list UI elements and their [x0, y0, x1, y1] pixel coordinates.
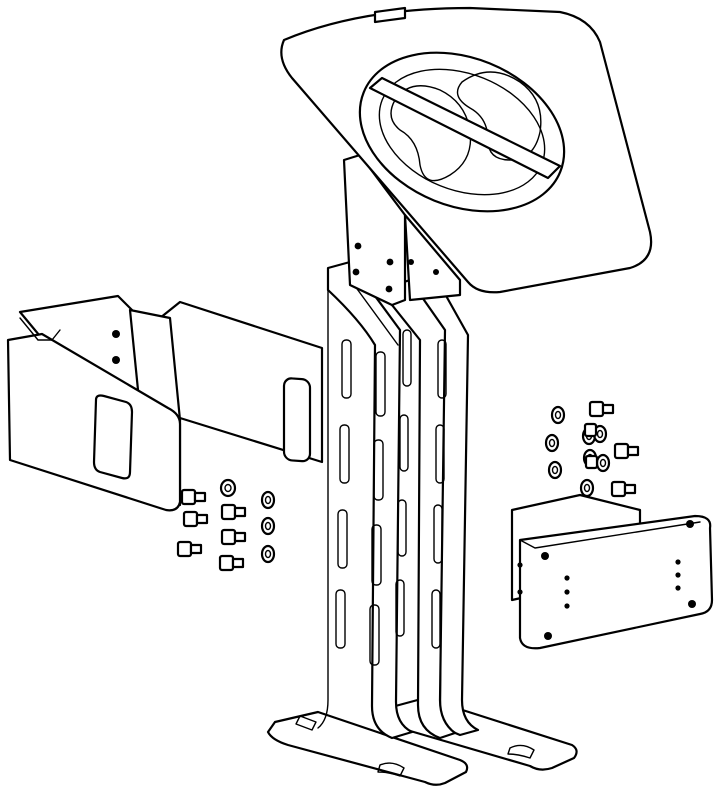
bracket-slot-right — [282, 377, 312, 463]
nut — [547, 460, 563, 480]
tablet-plate — [280, 6, 653, 294]
telescopic-column — [317, 153, 480, 740]
bolt — [176, 540, 203, 558]
nut — [595, 453, 611, 473]
nut — [260, 516, 276, 536]
left-foot — [266, 710, 469, 786]
nut — [260, 544, 276, 564]
box-holder-bracket — [6, 294, 324, 512]
plate-tab — [373, 6, 407, 24]
bolt — [588, 400, 615, 418]
bolt — [610, 480, 637, 498]
bolt — [180, 488, 207, 506]
bolt — [613, 442, 640, 460]
nut — [550, 405, 566, 425]
nut — [260, 490, 276, 510]
nut — [544, 433, 560, 453]
mounting-bracket-front — [518, 514, 714, 650]
nut — [579, 478, 595, 498]
bolt — [220, 503, 247, 521]
hardware-kit-left — [176, 478, 276, 572]
rear-slots — [395, 329, 447, 649]
front-column-plate — [326, 260, 414, 740]
nut — [219, 478, 237, 498]
bolt — [182, 510, 209, 528]
upper-stem-side — [403, 213, 462, 302]
bolt — [220, 528, 247, 546]
bolt — [583, 422, 598, 438]
bracket-front-wall — [6, 332, 182, 512]
hardware-kit-right — [544, 400, 640, 498]
middle-column-plate — [378, 278, 457, 740]
front-slots — [335, 339, 386, 666]
bolt — [584, 454, 599, 470]
bolt — [218, 554, 245, 572]
bracket-slot-front — [92, 394, 134, 480]
plate-cross-bar — [368, 76, 562, 180]
mounting-bracket — [510, 493, 714, 650]
